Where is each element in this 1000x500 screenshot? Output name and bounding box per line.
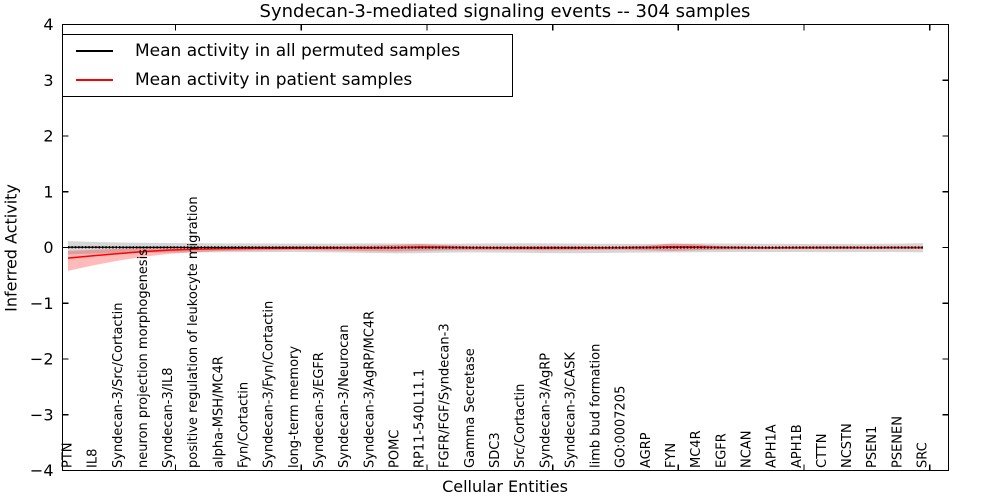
x-tick-label: positive regulation of leukocyte migrati… — [186, 196, 201, 468]
x-tick-label: Syndecan-3/AgRP/MC4R — [362, 311, 377, 468]
legend: Mean activity in all permuted samples Me… — [62, 34, 513, 97]
x-tick-label: POMC — [387, 430, 402, 468]
x-tick-label: Syndecan-3/Fyn/Cortactin — [262, 301, 277, 468]
x-tick-label: SRC — [916, 442, 931, 468]
x-tick-label: Syndecan-3/Src/Cortactin — [111, 302, 126, 468]
y-tick-label: 1 — [43, 182, 53, 201]
x-tick-label: Gamma Secretase — [463, 348, 478, 468]
x-tick-label: EGFR — [714, 433, 729, 468]
series-line-patient — [67, 246, 923, 259]
y-tick-label: −4 — [30, 461, 54, 480]
x-tick-label: Syndecan-3/EGFR — [312, 352, 327, 468]
y-tick-label: −1 — [30, 294, 54, 313]
y-tick-label: 3 — [43, 71, 53, 90]
y-axis-label: Inferred Activity — [1, 184, 21, 312]
x-tick-label: FGFR/FGF/Syndecan-3 — [438, 323, 453, 468]
x-tick-label: long-term memory — [287, 346, 302, 468]
x-tick-label: Syndecan-3/IL8 — [161, 368, 176, 468]
legend-label: Mean activity in patient samples — [135, 70, 413, 90]
x-tick-label: AGRP — [639, 432, 654, 468]
x-tick-label: RP11-540L11.1 — [413, 369, 428, 468]
x-tick-label: NCSTN — [840, 423, 855, 468]
y-tick-label: 0 — [43, 238, 53, 257]
chart-title: Syndecan-3-mediated signaling events -- … — [259, 1, 751, 22]
y-tick-label: 4 — [43, 15, 53, 34]
legend-entry-patient: Mean activity in patient samples — [63, 68, 512, 92]
x-tick-label: Fyn/Cortactin — [237, 382, 252, 468]
legend-label: Mean activity in all permuted samples — [135, 41, 461, 61]
x-tick-label: PTN — [61, 442, 76, 468]
x-tick-label: Syndecan-3/AgRP — [538, 353, 553, 468]
x-tick-label: GO:0007205 — [614, 386, 629, 468]
x-tick-label: MC4R — [689, 430, 704, 468]
x-tick-label: SDC3 — [488, 432, 503, 468]
x-tick-label: alpha-MSH/MC4R — [211, 356, 226, 468]
x-tick-label: Syndecan-3/Neurocan — [337, 325, 352, 468]
x-tick-label: CTTN — [815, 434, 830, 468]
legend-entry-permuted: Mean activity in all permuted samples — [63, 39, 512, 63]
y-tick-label: 2 — [43, 127, 53, 146]
x-tick-label: PSEN1 — [865, 426, 880, 468]
legend-line-sample-black — [76, 50, 113, 52]
y-tick-label: −3 — [30, 405, 54, 424]
x-tick-label: FYN — [664, 443, 679, 468]
x-tick-label: APH1A — [765, 424, 780, 468]
x-tick-label: PSENEN — [890, 416, 905, 468]
x-axis-label: Cellular Entities — [442, 477, 568, 496]
x-tick-label: Src/Cortactin — [513, 384, 528, 468]
x-tick-label: APH1B — [790, 424, 805, 468]
confidence-band-patient — [68, 243, 923, 271]
y-tick-label: −2 — [30, 350, 54, 369]
x-tick-label: IL8 — [86, 449, 101, 468]
x-tick-label: Syndecan-3/CASK — [563, 352, 578, 468]
x-tick-label: limb bud formation — [589, 344, 604, 468]
x-tick-label: NCAN — [740, 431, 755, 468]
x-tick-label: neuron projection morphogenesis — [136, 249, 151, 468]
legend-line-sample-red — [76, 79, 113, 81]
